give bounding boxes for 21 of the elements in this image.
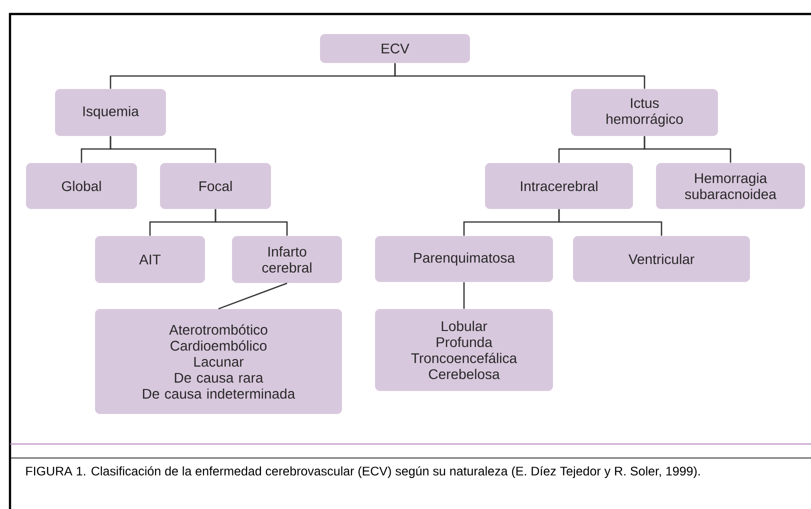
category-box: Ventricular [573,236,750,282]
list-box: Aterotrombótico Cardioembólico Lacunar De causa rara De causa indeterminada [95,309,342,414]
category-box: ECV [320,34,470,63]
connector-line [394,63,646,89]
category-box: Hemorragia subaracnoidea [656,163,805,209]
category-box: Global [26,163,137,209]
connector-line [463,282,465,309]
category-box: Ictus hemorrágico [571,89,718,136]
connector-line [644,136,732,163]
category-box: Parenquimatosa [375,236,553,282]
category-box: AIT [95,236,205,283]
category-box: Isquemia [55,89,166,136]
category-box: Focal [160,163,271,209]
connector-line [218,282,288,310]
connector-line [214,209,288,236]
connector-line [110,136,216,163]
category-box: Infarto cerebral [232,236,342,283]
category-box: Intracerebral [485,163,633,209]
list-box: Lobular Profunda Troncoencefálica Cerebelosa [375,309,553,391]
connector-line [558,209,662,236]
figure-caption: FIGURA 1. Clasificación de la enfermedad cerebrovascular (ECV) según su naturaleza (E. Díez Tejedor y R. Soler, 1999). [26,466,700,478]
